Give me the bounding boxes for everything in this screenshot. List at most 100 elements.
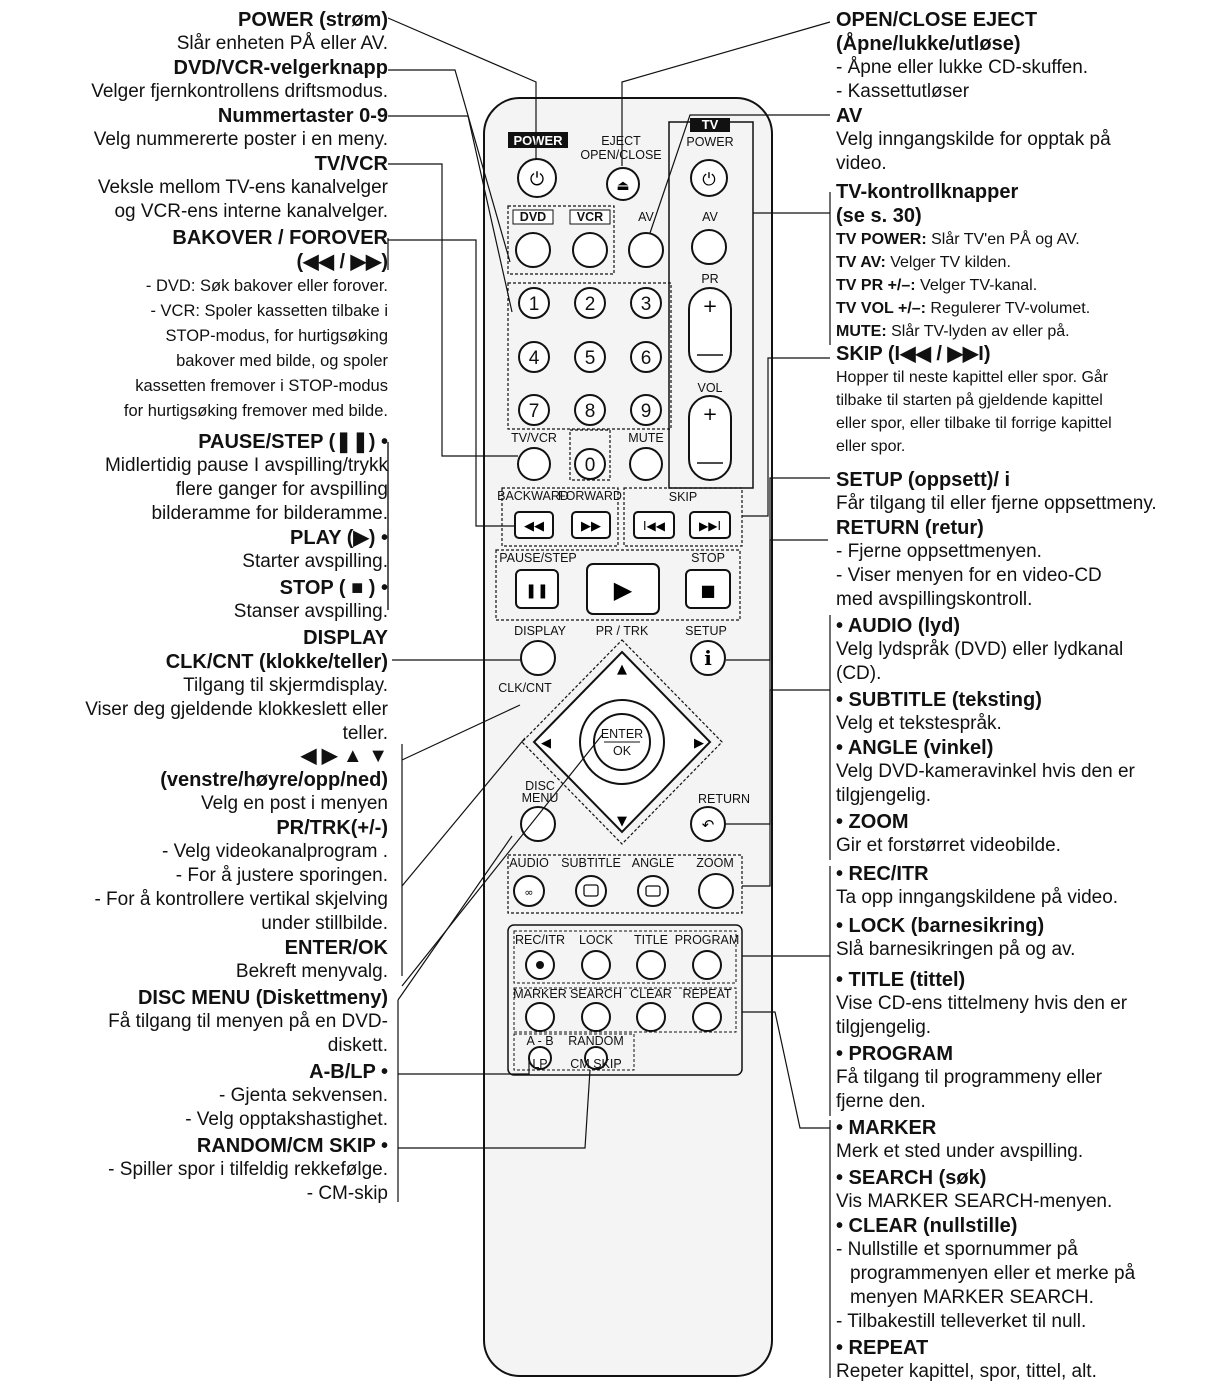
- mute-button[interactable]: [629, 447, 663, 481]
- forward-button[interactable]: [571, 511, 611, 539]
- stop-button[interactable]: [685, 569, 731, 609]
- pause-button[interactable]: [515, 569, 559, 609]
- display-title: DISPLAY: [303, 627, 388, 649]
- return-desc-1: - Fjerne oppsettmenyen.: [836, 541, 1042, 562]
- disc-menu-button[interactable]: [520, 806, 556, 842]
- eject-button[interactable]: [606, 167, 640, 201]
- openclose-desc-2: - Kassettutløser: [836, 81, 970, 102]
- ok-label: OK: [613, 744, 632, 758]
- setup-button[interactable]: [690, 640, 726, 676]
- backward-label: BACKWARD: [497, 489, 569, 503]
- info-icon: i: [704, 646, 712, 670]
- dvd-label: DVD: [520, 210, 546, 224]
- subtitle-label: SUBTITLE: [561, 856, 621, 870]
- prtrk-desc-4: under stillbilde.: [261, 913, 388, 934]
- display-annotation: DISPLAY CLK/CNT (klokke/teller) Tilgang …: [0, 626, 388, 746]
- openclose-desc-1: - Åpne eller lukke CD-skuffen.: [836, 57, 1089, 78]
- tv-vol-plus-icon: +: [702, 404, 717, 425]
- digit-5-button[interactable]: [574, 341, 606, 373]
- skip-next-button[interactable]: [689, 511, 731, 539]
- digit-6-button[interactable]: [630, 341, 662, 373]
- title-desc-1: Vise CD-ens tittelmeny hvis den er: [836, 993, 1128, 1014]
- lock-label: LOCK: [579, 933, 614, 947]
- digit-8-button[interactable]: [574, 394, 606, 426]
- audio-button[interactable]: [513, 875, 545, 907]
- program-desc-1: Få tilgang til programmeny eller: [836, 1067, 1103, 1088]
- return-annotation: RETURN (retur) - Fjerne oppsettmenyen. -…: [836, 516, 1102, 612]
- marker-desc: Merk et sted under avspilling.: [836, 1141, 1084, 1162]
- audio-label: AUDIO: [509, 856, 549, 870]
- digit-7-button[interactable]: [518, 394, 550, 426]
- repeat-button[interactable]: [692, 1002, 722, 1032]
- digit-4-button[interactable]: [518, 341, 550, 373]
- tvctrl-line-4: TV VOL +/–: Regulerer TV-volumet.: [836, 300, 1091, 317]
- zoom-title: • ZOOM: [836, 811, 909, 833]
- display-desc-3: teller.: [342, 723, 388, 744]
- zoom-annotation: • ZOOM Gir et forstørret videobilde.: [836, 810, 1061, 858]
- clear-desc-3: menyen MARKER SEARCH.: [850, 1287, 1094, 1308]
- pause-title: PAUSE/STEP (❚❚) •: [198, 431, 388, 453]
- random-annotation: RANDOM/CM SKIP • - Spiller spor i tilfel…: [0, 1134, 388, 1206]
- discmenu-annotation: DISC MENU (Diskettmeny) Få tilgang til m…: [0, 986, 388, 1058]
- digit-9-button[interactable]: [630, 394, 662, 426]
- program-annotation: • PROGRAM Få tilgang til programmeny ell…: [836, 1042, 1102, 1114]
- vcr-button[interactable]: [572, 232, 608, 268]
- play-button[interactable]: [586, 563, 660, 615]
- tv-power-icon: ⏻: [702, 170, 716, 190]
- bakover-line-6: for hurtigsøking fremover med bilde.: [123, 402, 388, 420]
- tv-vol-rocker[interactable]: [688, 395, 732, 481]
- subtitle-button[interactable]: [575, 875, 607, 907]
- angle-annotation: • ANGLE (vinkel) Velg DVD-kameravinkel h…: [836, 736, 1135, 808]
- title-button[interactable]: [636, 950, 666, 980]
- discmenu-desc-1: Få tilgang til menyen på en DVD-: [108, 1011, 388, 1032]
- backward-button[interactable]: [514, 511, 554, 539]
- transport-frame: [495, 549, 741, 621]
- arrows-desc: Velg en post i menyen: [201, 793, 388, 814]
- pause-desc-1: Midlertidig pause I avspilling/trykk: [104, 455, 388, 476]
- dvd-button[interactable]: [515, 232, 551, 268]
- tvctrl-line-1: TV POWER: Slår TV'en PÅ og AV.: [836, 231, 1080, 248]
- search-desc: Vis MARKER SEARCH-menyen.: [836, 1191, 1113, 1212]
- skip-line-2: tilbake til starten på gjeldende kapitte…: [836, 392, 1103, 409]
- clear-desc-2: programmenyen eller et merke på: [850, 1263, 1136, 1284]
- tv-pr-rocker[interactable]: [688, 287, 732, 373]
- search-button[interactable]: [581, 1002, 611, 1032]
- down-arrow-icon: ▼: [617, 814, 627, 829]
- program-button[interactable]: [692, 950, 722, 980]
- av-button[interactable]: [628, 232, 664, 268]
- random-button[interactable]: [584, 1046, 608, 1070]
- power-label-bg: [508, 132, 568, 148]
- return-button[interactable]: [690, 806, 726, 842]
- power-button[interactable]: [517, 158, 557, 198]
- ablp-desc-2: - Velg opptakshastighet.: [185, 1109, 388, 1130]
- cmskip-label: CM SKIP: [570, 1057, 621, 1071]
- tv-tag-label: TV: [702, 117, 719, 132]
- digit-2-button[interactable]: [574, 287, 606, 319]
- random-desc-2: - CM-skip: [306, 1183, 388, 1204]
- audio-desc-2: (CD).: [836, 663, 882, 684]
- digit-3-button[interactable]: [630, 287, 662, 319]
- tvvcr-button[interactable]: [517, 447, 551, 481]
- clear-title: • CLEAR (nullstille): [836, 1215, 1018, 1237]
- tv-power-label: POWER: [686, 135, 733, 149]
- digit-0-button[interactable]: [574, 448, 606, 480]
- lock-desc: Slå barnesikringen på og av.: [836, 939, 1076, 960]
- tv-av-button[interactable]: [691, 229, 727, 265]
- marker-button[interactable]: [525, 1002, 555, 1032]
- repeat-label: REPEAT: [682, 987, 731, 1001]
- pr-label: PR: [701, 272, 718, 286]
- display-button[interactable]: [520, 640, 556, 676]
- audio-title: • AUDIO (lyd): [836, 615, 961, 637]
- lock-button[interactable]: [581, 950, 611, 980]
- zoom-button[interactable]: [698, 873, 734, 909]
- digit-2-label: 2: [585, 294, 596, 315]
- tv-power-button[interactable]: [690, 159, 728, 197]
- bakover-line-1: - DVD: Søk bakover eller forover.: [145, 277, 388, 295]
- display-title-2: CLK/CNT (klokke/teller): [165, 651, 388, 673]
- digit-9-label: 9: [641, 401, 652, 422]
- angle-button[interactable]: [637, 875, 669, 907]
- digit-1-button[interactable]: [518, 287, 550, 319]
- clear-button[interactable]: [636, 1002, 666, 1032]
- skip-prev-button[interactable]: [633, 511, 675, 539]
- arrows-title-2: (venstre/høyre/opp/ned): [160, 769, 388, 791]
